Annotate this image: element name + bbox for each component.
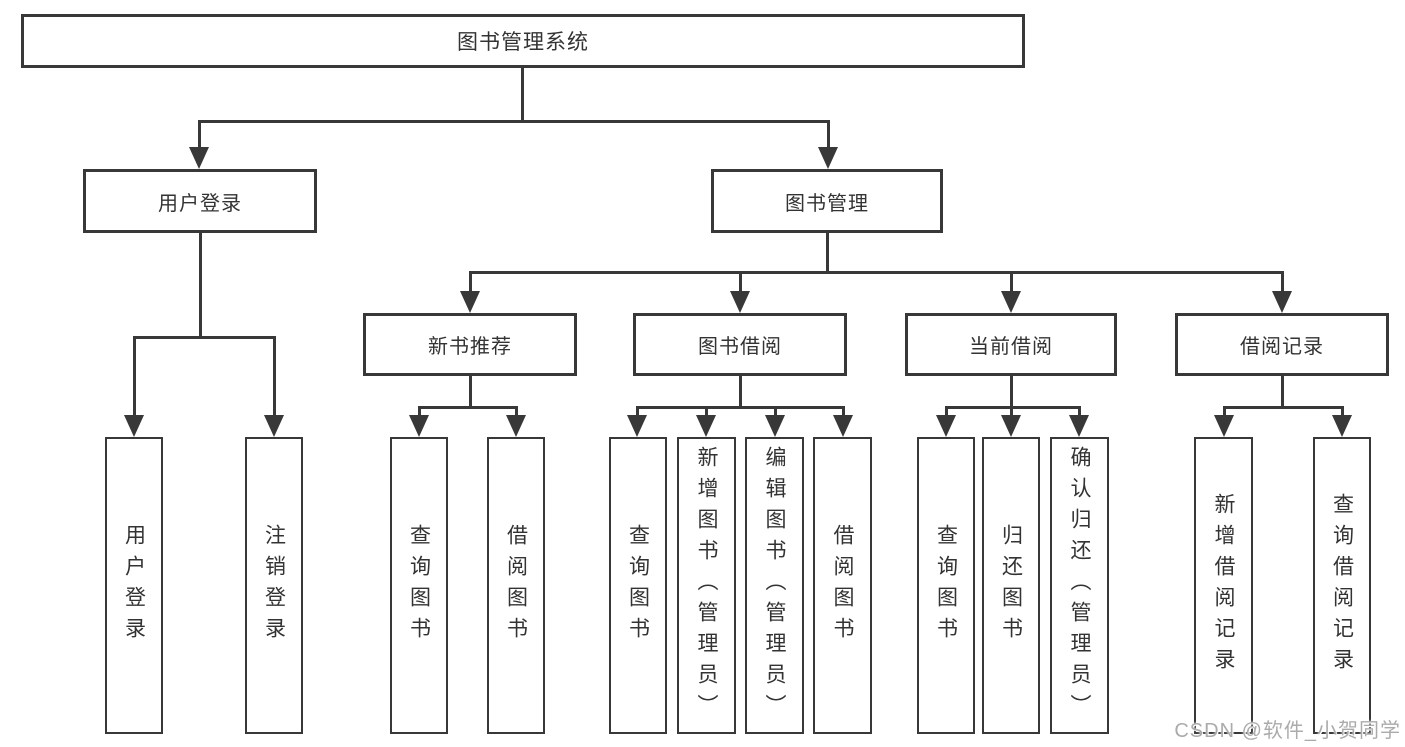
arrowhead-icon (936, 415, 956, 437)
leaf-label: 归还图书 (999, 523, 1023, 648)
connector-drop (705, 406, 708, 418)
connector-drop (1341, 406, 1344, 418)
arrowhead-icon (189, 147, 209, 169)
leaf-return-books: 归还图书 (982, 437, 1040, 734)
connector-drop (198, 120, 201, 152)
leaf-confirm-return-admin: 确认归还（管理员） (1050, 437, 1109, 734)
arrowhead-icon (409, 415, 429, 437)
connector-stem (1281, 376, 1284, 408)
connector-drop (774, 406, 777, 418)
leaf-label: 借阅图书 (831, 523, 854, 648)
connector-drop (1223, 406, 1226, 418)
arrowhead-icon (765, 415, 785, 437)
leaf-user-login: 用户登录 (105, 437, 163, 734)
node-label: 新书推荐 (428, 336, 512, 358)
node-book-borrowing: 图书借阅 (633, 313, 847, 376)
arrowhead-icon (696, 415, 716, 437)
leaf-label: 查询图书 (934, 523, 958, 648)
connector-login-branch (133, 336, 275, 339)
connector-mgmt-stem (826, 233, 829, 273)
leaf-label: 借阅图书 (504, 523, 528, 648)
node-library-system: 图书管理系统 (21, 14, 1025, 68)
node-new-book-recommend: 新书推荐 (363, 313, 577, 376)
leaf-query-books-recommend: 查询图书 (390, 437, 448, 734)
arrowhead-icon (1001, 291, 1021, 313)
leaf-label: 查询图书 (407, 523, 431, 648)
arrowhead-icon (460, 291, 480, 313)
arrowhead-icon (1069, 415, 1089, 437)
connector-drop (827, 120, 830, 152)
leaf-query-books-current: 查询图书 (917, 437, 975, 734)
leaf-borrow-books-borrowing: 借阅图书 (813, 437, 872, 734)
leaf-label: 编辑图书（管理员） (763, 446, 786, 725)
leaf-logout: 注销登录 (245, 437, 303, 734)
connector-drop (636, 406, 639, 418)
connector-drop (1010, 271, 1013, 295)
connector-drop (133, 336, 136, 418)
arrowhead-icon (730, 291, 750, 313)
leaf-borrow-books-recommend: 借阅图书 (487, 437, 545, 734)
connector-stem (1010, 376, 1013, 408)
connector-root-stem (521, 68, 524, 122)
arrowhead-icon (506, 415, 526, 437)
connector-branch (1223, 406, 1343, 409)
leaf-add-book-admin: 新增图书（管理员） (677, 437, 736, 734)
arrowhead-icon (1214, 415, 1234, 437)
node-label: 图书管理 (785, 192, 869, 215)
leaf-label: 新增图书（管理员） (695, 446, 718, 725)
arrowhead-icon (1272, 291, 1292, 313)
node-user-login: 用户登录 (83, 169, 317, 233)
connector-drop (418, 406, 421, 418)
connector-branch (418, 406, 517, 409)
csdn-watermark: CSDN @软件_小贺同学 (1174, 720, 1401, 742)
node-label: 当前借阅 (969, 336, 1053, 358)
node-label: 图书借阅 (698, 336, 782, 358)
leaf-edit-book-admin: 编辑图书（管理员） (745, 437, 804, 734)
node-current-borrowing: 当前借阅 (905, 313, 1117, 376)
connector-drop (469, 271, 472, 295)
arrowhead-icon (627, 415, 647, 437)
leaf-add-borrow-record: 新增借阅记录 (1194, 437, 1253, 734)
leaf-query-borrow-record: 查询借阅记录 (1313, 437, 1371, 734)
connector-stem (469, 376, 472, 408)
connector-stem (739, 376, 742, 408)
connector-drop (273, 336, 276, 418)
arrowhead-icon (124, 415, 144, 437)
connector-drop (1281, 271, 1284, 295)
leaf-label: 注销登录 (262, 523, 286, 648)
leaf-label: 用户登录 (122, 523, 146, 648)
arrowhead-icon (1001, 415, 1021, 437)
connector-drop (739, 271, 742, 295)
node-label: 借阅记录 (1240, 336, 1324, 358)
leaf-label: 查询图书 (626, 523, 650, 648)
leaf-label: 确认归还（管理员） (1068, 446, 1091, 725)
connector-drop (842, 406, 845, 418)
arrowhead-icon (833, 415, 853, 437)
arrowhead-icon (818, 147, 838, 169)
connector-root-branch (198, 120, 830, 123)
connector-login-stem (199, 233, 202, 338)
connector-drop (515, 406, 518, 418)
arrowhead-icon (1332, 415, 1352, 437)
connector-branch (636, 406, 844, 409)
connector-drop (1010, 406, 1013, 418)
connector-drop (945, 406, 948, 418)
leaf-label: 查询借阅记录 (1330, 492, 1354, 679)
arrowhead-icon (264, 415, 284, 437)
node-label: 图书管理系统 (457, 31, 589, 54)
connector-branch (945, 406, 1081, 409)
node-borrowing-records: 借阅记录 (1175, 313, 1389, 376)
leaf-label: 新增借阅记录 (1212, 492, 1235, 679)
connector-drop (1078, 406, 1081, 418)
connector-mgmt-branch (469, 271, 1283, 274)
leaf-query-books-borrowing: 查询图书 (609, 437, 667, 734)
node-book-management: 图书管理 (711, 169, 943, 233)
node-label: 用户登录 (158, 192, 242, 215)
